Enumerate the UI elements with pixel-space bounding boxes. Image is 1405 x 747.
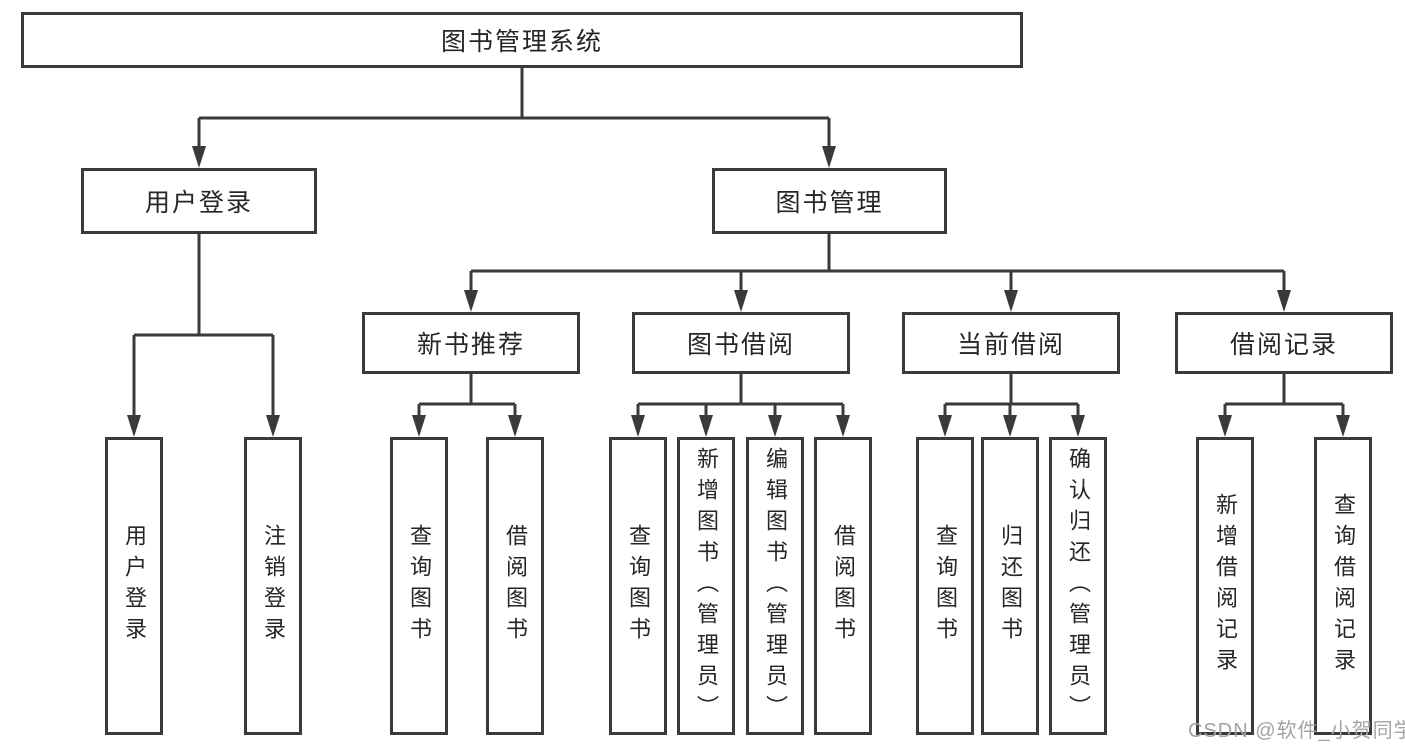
connector-book-management-to-level3 bbox=[464, 234, 1291, 312]
node-borrowing-records: 借阅记录 bbox=[1175, 312, 1393, 374]
node-book-borrowing-label: 图书借阅 bbox=[686, 331, 795, 359]
node-leaf-edit-books-admin: 编辑图书（管理员） bbox=[746, 437, 804, 735]
node-current-borrowing-label: 当前借阅 bbox=[956, 331, 1065, 359]
node-root: 图书管理系统 bbox=[21, 12, 1023, 68]
node-user-login: 用户登录 bbox=[81, 168, 317, 234]
node-new-book-recommend-label: 新书推荐 bbox=[416, 331, 525, 359]
node-borrowing-records-label: 借阅记录 bbox=[1229, 331, 1338, 359]
leaf-label: 新增借阅记录 bbox=[1213, 493, 1238, 679]
leaf-label: 借阅图书 bbox=[831, 524, 856, 648]
node-user-login-label: 用户登录 bbox=[144, 189, 253, 217]
leaf-label: 用户登录 bbox=[122, 524, 147, 648]
node-leaf-query-books-recommend: 查询图书 bbox=[390, 437, 448, 735]
leaf-label: 查询图书 bbox=[407, 524, 432, 648]
node-leaf-query-books-borrowing: 查询图书 bbox=[609, 437, 667, 735]
node-book-management: 图书管理 bbox=[712, 168, 947, 234]
connector-book-borrowing-to-leaves bbox=[631, 374, 850, 437]
node-leaf-confirm-return-admin: 确认归还（管理员） bbox=[1049, 437, 1107, 735]
node-leaf-borrow-books-borrowing: 借阅图书 bbox=[814, 437, 872, 735]
node-new-book-recommend: 新书推荐 bbox=[362, 312, 580, 374]
leaf-label: 注销登录 bbox=[261, 524, 286, 648]
leaf-label: 查询图书 bbox=[933, 524, 958, 648]
node-book-borrowing: 图书借阅 bbox=[632, 312, 850, 374]
node-leaf-add-books-admin: 新增图书（管理员） bbox=[677, 437, 735, 735]
connector-root-to-level2 bbox=[192, 68, 836, 168]
node-root-label: 图书管理系统 bbox=[440, 28, 603, 56]
node-leaf-query-borrow-record: 查询借阅记录 bbox=[1314, 437, 1372, 735]
connector-new-book-recommend-to-leaves bbox=[412, 374, 522, 437]
leaf-label: 新增图书（管理员） bbox=[694, 446, 719, 726]
leaf-label: 借阅图书 bbox=[503, 524, 528, 648]
node-leaf-query-books-current: 查询图书 bbox=[916, 437, 974, 735]
node-leaf-logout: 注销登录 bbox=[244, 437, 302, 735]
csdn-watermark: CSDN @软件_小贺同学 bbox=[1188, 720, 1405, 742]
leaf-label: 确认归还（管理员） bbox=[1066, 446, 1091, 726]
connector-borrowing-records-to-leaves bbox=[1218, 374, 1350, 437]
leaf-label: 归还图书 bbox=[998, 524, 1023, 648]
leaf-label: 编辑图书（管理员） bbox=[763, 446, 788, 726]
node-leaf-return-books: 归还图书 bbox=[981, 437, 1039, 735]
node-current-borrowing: 当前借阅 bbox=[902, 312, 1120, 374]
node-leaf-add-borrow-record: 新增借阅记录 bbox=[1196, 437, 1254, 735]
connector-current-borrowing-to-leaves bbox=[938, 374, 1085, 437]
connector-user-login-to-leaves bbox=[127, 234, 280, 437]
node-book-management-label: 图书管理 bbox=[775, 189, 884, 217]
node-leaf-borrow-books-recommend: 借阅图书 bbox=[486, 437, 544, 735]
leaf-label: 查询借阅记录 bbox=[1331, 493, 1356, 679]
node-leaf-user-login: 用户登录 bbox=[105, 437, 163, 735]
leaf-label: 查询图书 bbox=[626, 524, 651, 648]
